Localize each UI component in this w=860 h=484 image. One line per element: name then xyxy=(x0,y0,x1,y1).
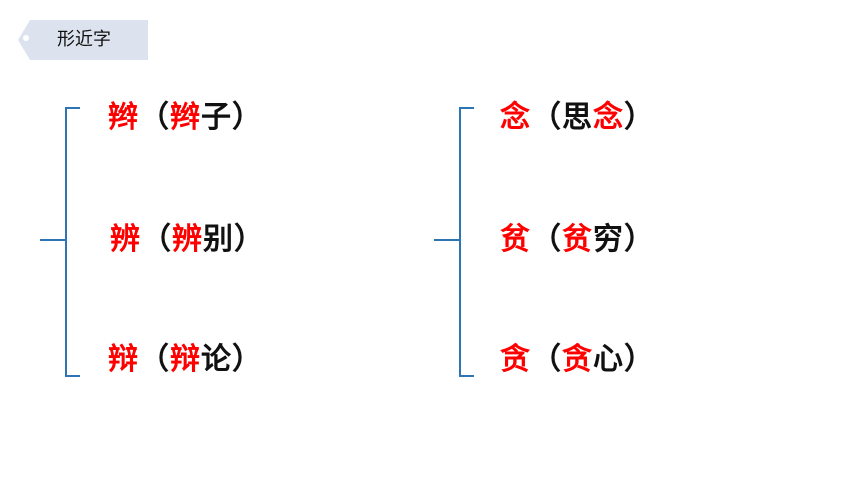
word-rest: 心 xyxy=(593,342,624,377)
word-rest: 子 xyxy=(201,100,232,135)
close-paren: ） xyxy=(232,100,263,135)
character: 贪 xyxy=(500,342,531,377)
word-highlight: 贪 xyxy=(562,342,593,377)
word-highlight: 念 xyxy=(593,100,624,135)
open-paren: （ xyxy=(531,342,562,377)
tag-label: 形近字 xyxy=(57,29,111,50)
word-rest: 论 xyxy=(201,342,232,377)
word-highlight: 贫 xyxy=(562,222,593,257)
word-entry-1: 辫（辫子） xyxy=(108,100,263,136)
open-paren: （ xyxy=(139,342,170,377)
open-paren: （ xyxy=(141,222,172,257)
word-entry-4: 念（思念） xyxy=(500,100,655,136)
word-highlight: 辫 xyxy=(170,100,201,135)
character: 念 xyxy=(500,100,531,135)
tag-hole xyxy=(23,35,29,41)
right-brace xyxy=(434,107,474,377)
section-tag xyxy=(18,20,148,60)
open-paren: （ xyxy=(531,100,562,135)
word-highlight: 辨 xyxy=(172,222,203,257)
character: 辫 xyxy=(108,100,139,135)
close-paren: ） xyxy=(624,342,655,377)
character: 贫 xyxy=(500,222,531,257)
word-entry-3: 辩（辩论） xyxy=(108,342,263,378)
open-paren: （ xyxy=(531,222,562,257)
close-paren: ） xyxy=(232,342,263,377)
character: 辩 xyxy=(108,342,139,377)
open-paren: （ xyxy=(139,100,170,135)
close-paren: ） xyxy=(624,222,655,257)
word-prefix: 思 xyxy=(562,100,593,135)
close-paren: ） xyxy=(624,100,655,135)
word-entry-6: 贪（贪心） xyxy=(500,342,655,378)
word-entry-5: 贫（贫穷） xyxy=(500,222,655,258)
word-highlight: 辩 xyxy=(170,342,201,377)
word-rest: 穷 xyxy=(593,222,624,257)
character: 辨 xyxy=(110,222,141,257)
word-entry-2: 辨（辨别） xyxy=(110,222,265,258)
tag-shape xyxy=(18,20,148,60)
left-brace xyxy=(40,107,80,377)
close-paren: ） xyxy=(234,222,265,257)
word-rest: 别 xyxy=(203,222,234,257)
